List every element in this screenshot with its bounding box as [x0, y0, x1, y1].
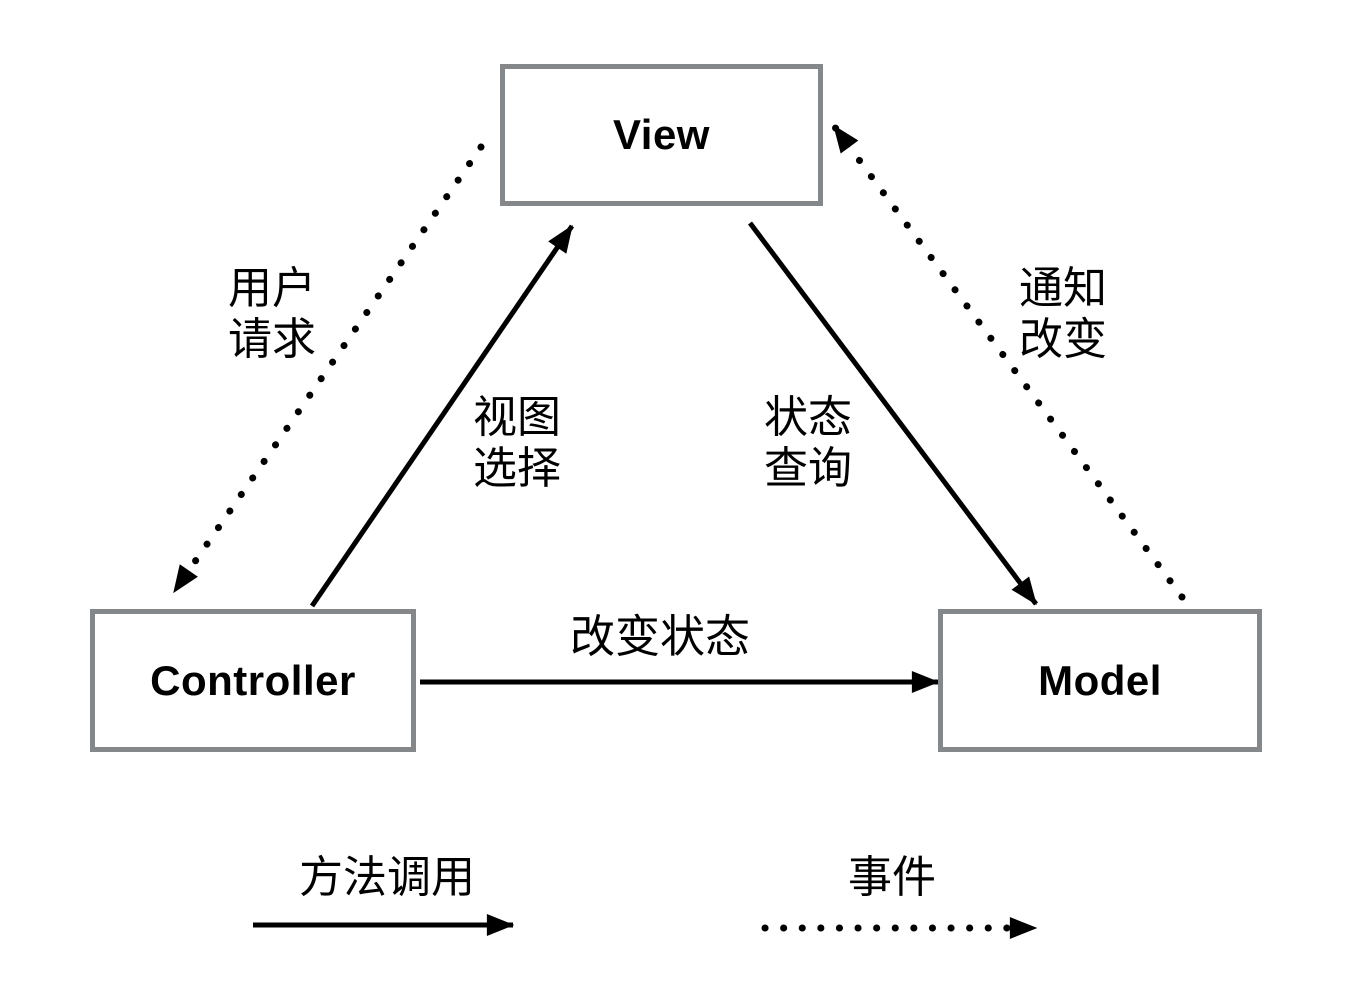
edge-label-view-selection-line1: 视图 [473, 393, 561, 442]
node-controller: Controller [90, 609, 416, 752]
edge-label-user-request-line1: 用户 [228, 264, 316, 313]
arrow-controller-to-view [309, 224, 575, 608]
arrow-model-to-view-event [830, 122, 1186, 601]
legend-event-label: 事件 [848, 853, 936, 902]
arrow-view-to-model [748, 221, 1038, 606]
edge-label-state-query-line1: 状态 [764, 393, 852, 442]
edge-label-view-selection-line2: 选择 [473, 444, 561, 493]
edge-label-view-selection: 视图 选择 [417, 392, 617, 494]
edge-label-user-request-line2: 请求 [228, 315, 316, 364]
edge-label-state-query-line2: 查询 [764, 444, 852, 493]
node-view: View [500, 64, 823, 206]
edge-label-notify-change-line2: 改变 [1019, 315, 1107, 364]
node-model-label: Model [1038, 656, 1162, 704]
edge-label-notify-change-line1: 通知 [1019, 264, 1107, 313]
edge-label-user-request: 用户 请求 [172, 263, 372, 365]
node-controller-label: Controller [150, 656, 356, 704]
arrow-view-to-controller-event [170, 143, 485, 596]
edge-label-change-state: 改变状态 [569, 611, 750, 662]
edge-label-state-query: 状态 查询 [708, 392, 908, 494]
legend-method-call-label: 方法调用 [299, 853, 475, 902]
node-model: Model [938, 609, 1262, 752]
edge-label-notify-change: 通知 改变 [963, 263, 1163, 365]
node-view-label: View [613, 111, 710, 158]
